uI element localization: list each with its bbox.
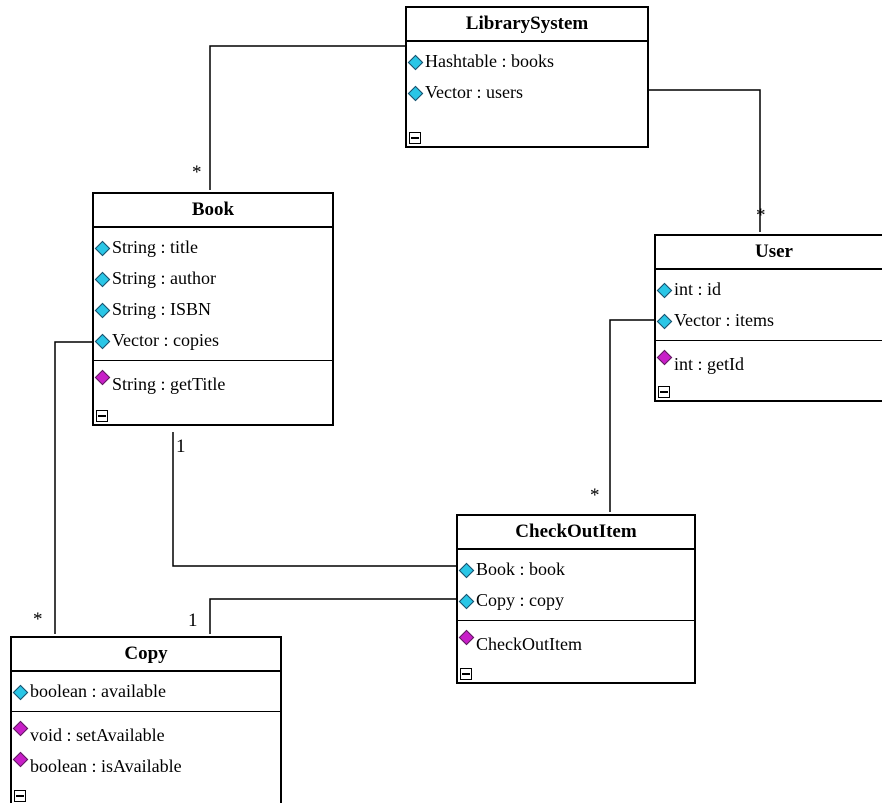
attribute-row: String : ISBN [94, 294, 332, 325]
attribute-diamond-icon [12, 684, 29, 701]
attribute-diamond-icon [407, 54, 424, 71]
attribute-row: Vector : items [656, 305, 882, 336]
class-name: CheckOutItem [458, 516, 694, 550]
attribute-diamond-icon [458, 562, 475, 579]
method-row: void : setAvailable [12, 716, 280, 747]
attribute-list: Book : book Copy : copy [458, 550, 694, 621]
attribute-diamond-icon [94, 333, 111, 350]
attribute-row: String : title [94, 232, 332, 263]
method-diamond-icon [12, 751, 29, 768]
method-diamond-icon [94, 369, 111, 386]
method-list: int : getId [656, 341, 882, 380]
attribute-row: Hashtable : books [407, 46, 647, 77]
class-book[interactable]: Book String : title String : author Stri… [92, 192, 334, 426]
association-book-checkout [172, 432, 456, 567]
association-checkout-copy [209, 598, 456, 634]
method-label: int : getId [674, 354, 744, 374]
method-diamond-icon [12, 720, 29, 737]
attribute-row: boolean : available [12, 676, 280, 707]
attribute-label: boolean : available [30, 681, 166, 701]
association-user-checkout [609, 319, 654, 512]
multiplicity-library-book: * [192, 162, 202, 183]
method-label: String : getTitle [112, 374, 226, 394]
attribute-list: Hashtable : books Vector : users [407, 42, 647, 112]
association-book-copy [54, 341, 92, 634]
class-librarysystem[interactable]: LibrarySystem Hashtable : books Vector :… [405, 6, 649, 148]
method-row: String : getTitle [94, 365, 332, 396]
method-diamond-icon [458, 629, 475, 646]
attribute-list: int : id Vector : items [656, 270, 882, 341]
attribute-row: Vector : copies [94, 325, 332, 356]
association-library-book [209, 45, 405, 190]
attribute-label: Hashtable : books [425, 51, 554, 71]
attribute-diamond-icon [407, 85, 424, 102]
method-row: CheckOutItem [458, 625, 694, 656]
class-name: Book [94, 194, 332, 228]
class-user[interactable]: User int : id Vector : items int : getId [654, 234, 882, 402]
association-library-user [649, 89, 761, 232]
collapse-toggle-icon[interactable] [409, 132, 421, 144]
multiplicity-library-user: * [756, 205, 766, 226]
attribute-label: String : author [112, 268, 216, 288]
attribute-row: Vector : users [407, 77, 647, 108]
attribute-diamond-icon [458, 593, 475, 610]
attribute-row: Copy : copy [458, 585, 694, 616]
collapse-toggle-icon[interactable] [658, 386, 670, 398]
attribute-diamond-icon [656, 282, 673, 299]
attribute-label: String : title [112, 237, 199, 257]
method-label: void : setAvailable [30, 725, 165, 745]
attribute-diamond-icon [656, 313, 673, 330]
class-name: Copy [12, 638, 280, 672]
attribute-diamond-icon [94, 240, 111, 257]
attribute-row: String : author [94, 263, 332, 294]
method-diamond-icon [656, 349, 673, 366]
attribute-row: Book : book [458, 554, 694, 585]
class-copy[interactable]: Copy boolean : available void : setAvail… [10, 636, 282, 803]
collapse-toggle-icon[interactable] [460, 668, 472, 680]
attribute-label: Vector : items [674, 310, 774, 330]
class-checkoutitem[interactable]: CheckOutItem Book : book Copy : copy Che… [456, 514, 696, 684]
attribute-label: String : ISBN [112, 299, 212, 319]
method-row: boolean : isAvailable [12, 747, 280, 778]
method-row: int : getId [656, 345, 882, 376]
multiplicity-book-checkout: 1 [176, 436, 186, 457]
collapse-toggle-icon[interactable] [14, 790, 26, 802]
method-list: CheckOutItem [458, 621, 694, 660]
method-label: boolean : isAvailable [30, 756, 182, 776]
class-name: LibrarySystem [407, 8, 647, 42]
attribute-list: boolean : available [12, 672, 280, 712]
method-label: CheckOutItem [476, 634, 582, 654]
method-list: void : setAvailable boolean : isAvailabl… [12, 712, 280, 782]
method-list: String : getTitle [94, 361, 332, 400]
attribute-row: int : id [656, 274, 882, 305]
attribute-label: Copy : copy [476, 590, 564, 610]
attribute-diamond-icon [94, 302, 111, 319]
class-name: User [656, 236, 882, 270]
collapse-toggle-icon[interactable] [96, 410, 108, 422]
multiplicity-book-copy: * [33, 609, 43, 630]
attribute-label: int : id [674, 279, 722, 299]
attribute-diamond-icon [94, 271, 111, 288]
multiplicity-checkout-copy: 1 [188, 610, 198, 631]
attribute-label: Vector : users [425, 82, 523, 102]
multiplicity-user-checkout: * [590, 485, 600, 506]
attribute-list: String : title String : author String : … [94, 228, 332, 361]
attribute-label: Book : book [476, 559, 566, 579]
attribute-label: Vector : copies [112, 330, 219, 350]
